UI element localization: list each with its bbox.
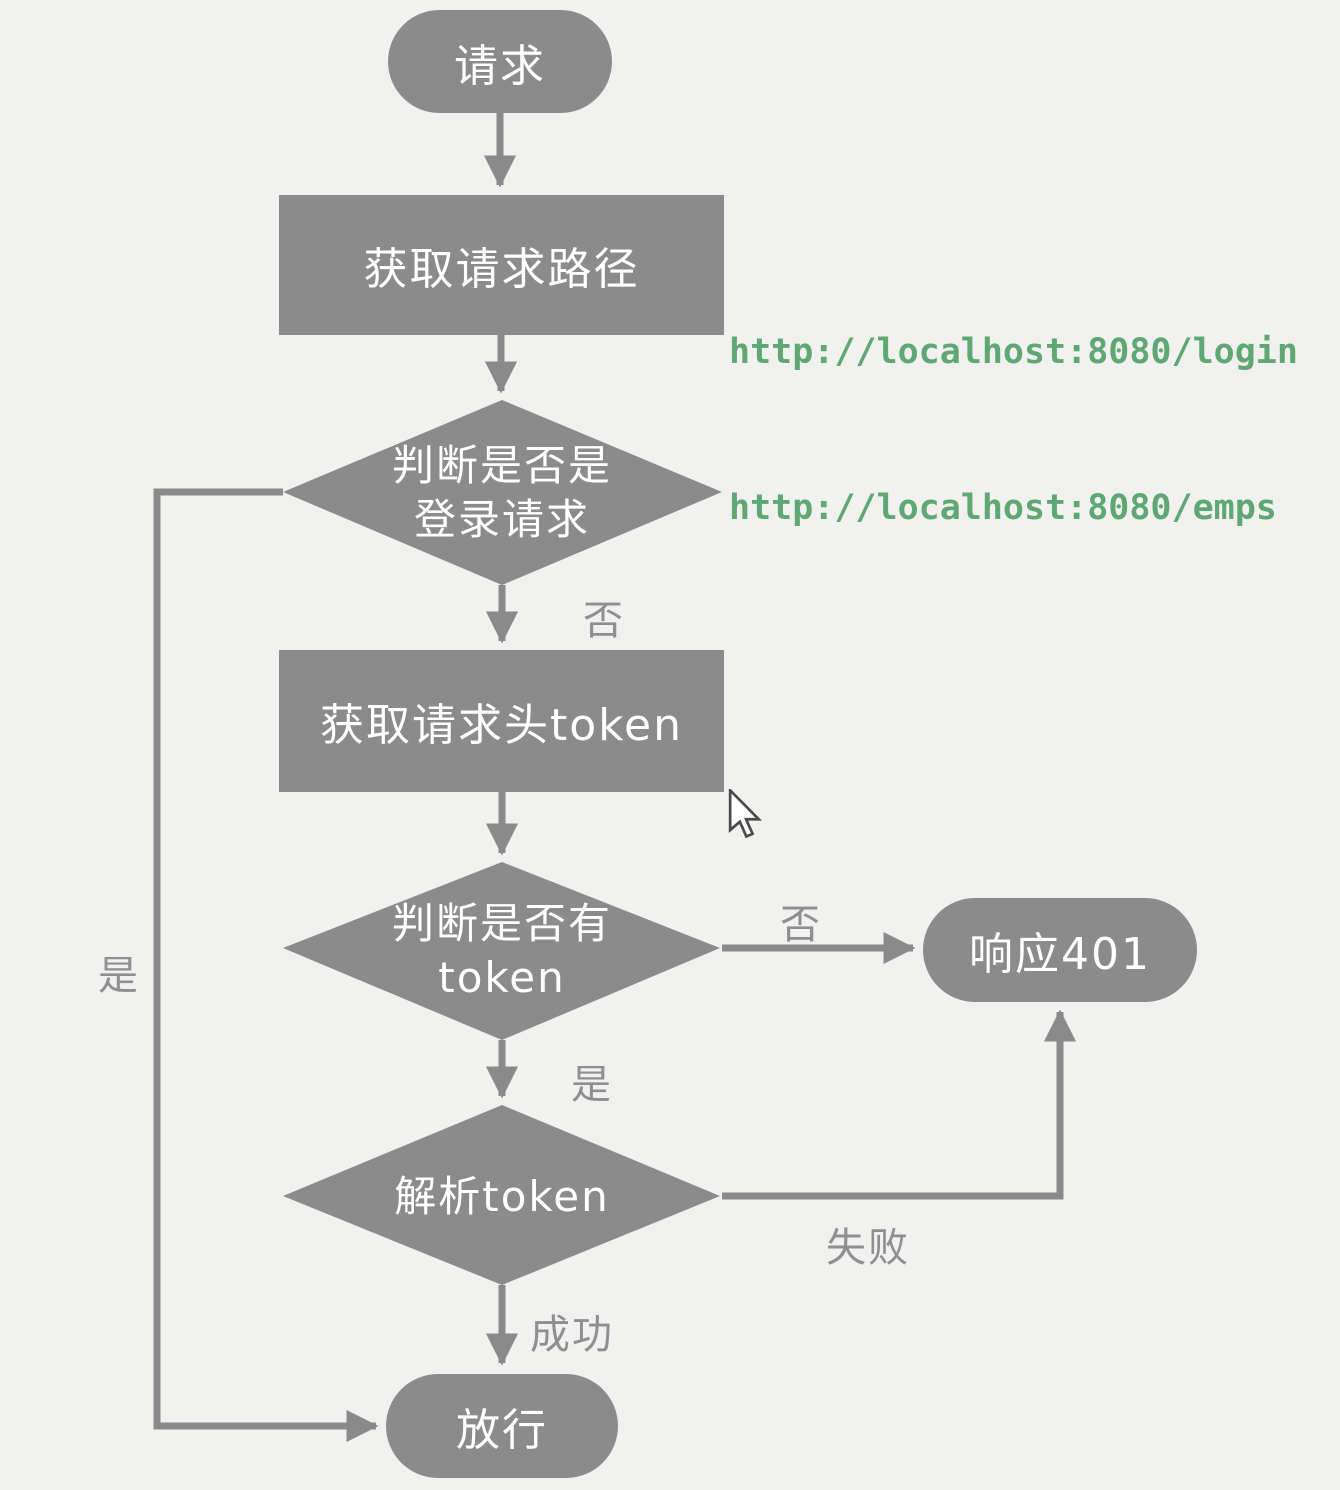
node-request-label: 请求 — [454, 40, 546, 92]
url-login-text: http://localhost:8080/login — [729, 332, 1298, 372]
edge-parse-fail-to-401 — [722, 1009, 1077, 1200]
decision-is-login-shape — [283, 400, 722, 585]
mouse-cursor-icon — [728, 789, 763, 839]
node-get-header-token: 获取请求头token — [279, 650, 724, 792]
node-pass: 放行 — [386, 1374, 618, 1478]
decision-parse-token-shape — [283, 1105, 720, 1285]
edge-label-parse-fail: 失败 — [826, 1225, 910, 1271]
edge-label-has-token-no: 否 — [780, 902, 822, 948]
edge-is-login-yes-to-pass — [153, 488, 379, 1443]
node-get-header-token-label: 获取请求头token — [319, 700, 684, 751]
edge-label-has-token-yes: 是 — [571, 1062, 613, 1108]
node-request: 请求 — [388, 10, 612, 113]
node-pass-label: 放行 — [456, 1405, 548, 1456]
decision-has-token-shape — [283, 862, 720, 1040]
node-get-request-path: 获取请求路径 — [279, 195, 724, 335]
edge-label-is-login-yes: 是 — [98, 953, 140, 999]
edge-label-is-login-no: 否 — [583, 598, 625, 644]
node-respond-401: 响应401 — [923, 898, 1197, 1002]
node-get-request-path-label: 获取请求路径 — [363, 244, 640, 295]
node-respond-401-label: 响应401 — [969, 929, 1151, 980]
url-annotations: http://localhost:8080/login http://local… — [729, 222, 1298, 638]
edge-label-parse-success: 成功 — [530, 1312, 614, 1358]
url-emps-text: http://localhost:8080/emps — [729, 488, 1277, 528]
